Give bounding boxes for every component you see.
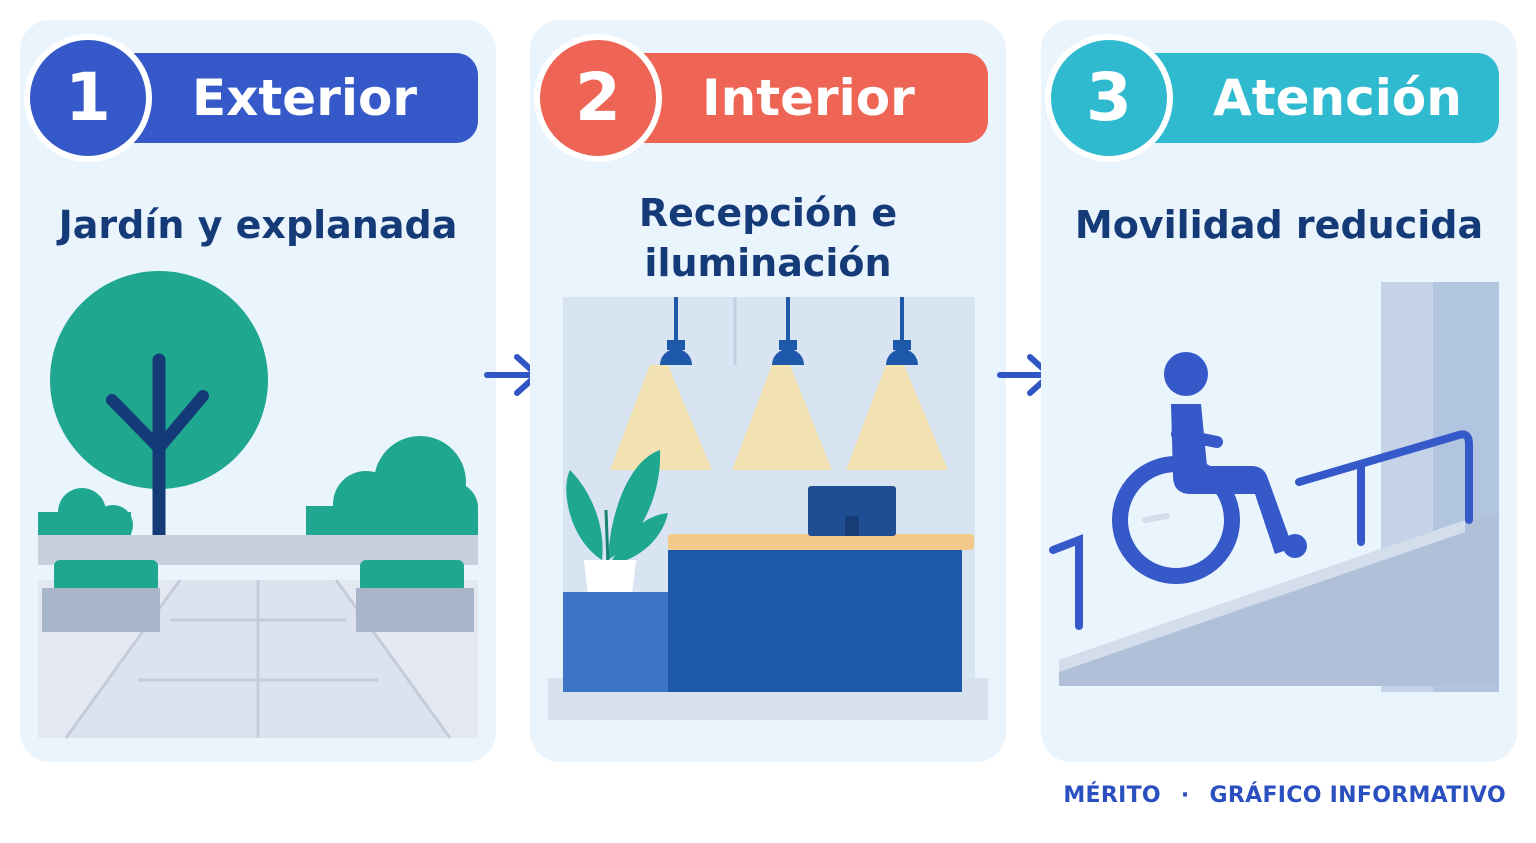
footer-brand: MÉRITO [1063, 783, 1161, 808]
footer-separator: · [1180, 783, 1190, 808]
step-title-pill: Interior [642, 53, 988, 143]
step-card-exterior: Exterior 1 Jardín y explanada [20, 20, 496, 762]
step-number-badge: 3 [1045, 34, 1173, 162]
tree-garden-icon [38, 271, 478, 739]
step-subtitle-line-2: iluminación [644, 241, 892, 285]
step-number-badge: 1 [24, 34, 152, 162]
footer-credit: MÉRITO · GRÁFICO INFORMATIVO [1063, 783, 1506, 808]
step-number-badge: 2 [534, 34, 662, 162]
step-title-pill: Exterior [132, 53, 478, 143]
step-subtitle: Movilidad reducida [1074, 203, 1484, 247]
step-card-atencion: Atención 3 Movilidad reducida [1041, 20, 1517, 762]
step-subtitle: Jardín y explanada [58, 203, 458, 247]
step-title: Atención [1213, 69, 1462, 127]
step-card-interior: Interior 2 Recepción e iluminación [530, 20, 1006, 762]
wheelchair-ramp-icon [1049, 282, 1499, 692]
step-title: Exterior [192, 69, 418, 127]
step-title-pill: Atención [1153, 53, 1499, 143]
footer-label: GRÁFICO INFORMATIVO [1209, 783, 1506, 808]
reception-desk-icon [548, 297, 988, 720]
step-title: Interior [702, 69, 915, 127]
step-subtitle-line-1: Recepción e [638, 191, 898, 235]
